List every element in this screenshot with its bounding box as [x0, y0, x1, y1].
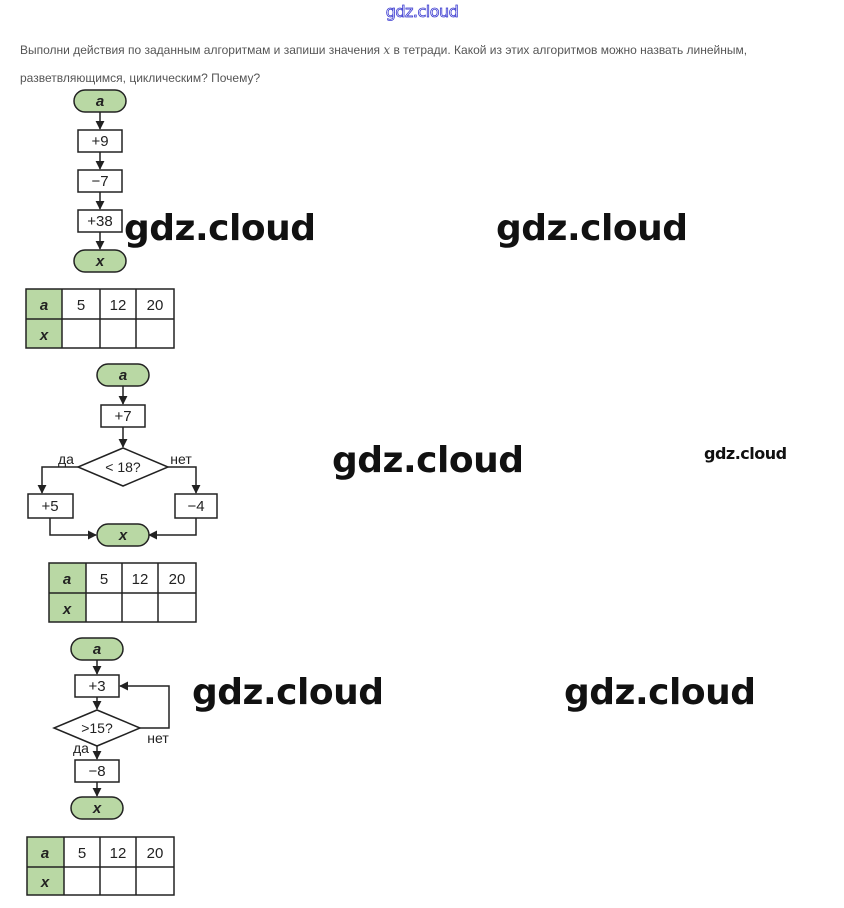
watermark: gdz.cloud [332, 440, 524, 481]
algo3-start-label: a [93, 641, 101, 658]
algo2-table-a-value: 12 [132, 571, 149, 588]
algo2-table-a-value: 20 [169, 571, 186, 588]
watermark: gdz.cloud [124, 208, 316, 249]
algo3-table-x-label: x [40, 874, 50, 891]
algo3-table: a x 5 12 20 [26, 836, 175, 896]
algo2-condition-diamond [76, 447, 170, 487]
algo3-table-a-value: 12 [110, 845, 127, 862]
algo2-table-x-label: x [62, 601, 72, 618]
algo1-step1-label: +9 [91, 133, 108, 150]
algo1-table-a-value: 20 [147, 297, 164, 314]
algo1-table: a x 5 12 20 [25, 288, 175, 349]
watermark: gdz.cloud [704, 444, 787, 463]
algo2-end-terminal [96, 523, 150, 547]
watermark: gdz.cloud [564, 672, 756, 713]
algo3-yes-label: да [73, 740, 89, 756]
algo2-no-step-label: −4 [187, 498, 204, 515]
algo3-step-label: +3 [88, 678, 105, 695]
algo3-end-terminal [70, 796, 124, 820]
algo2-yes-step-label: +5 [41, 498, 58, 515]
algo1-step2-label: −7 [91, 173, 108, 190]
watermark: gdz.cloud [496, 208, 688, 249]
algo2-condition-label: < 18? [105, 459, 141, 475]
algo2-start-label: a [119, 367, 127, 384]
algo1-table-a-label: a [40, 297, 48, 314]
watermark: gdz.cloud [192, 672, 384, 713]
site-logo[interactable]: gdz.cloud [385, 2, 459, 22]
algo2-table: a x 5 12 20 [48, 562, 197, 623]
algo1-end-terminal [73, 249, 127, 273]
algo2-end-label: x [118, 527, 128, 544]
task-text-part2: в тетради. Какой из этих алгоритмов можн… [20, 43, 748, 85]
algo2-table-a-value: 5 [100, 571, 108, 588]
algo1-table-a-value: 12 [110, 297, 127, 314]
algo1-step3-label: +38 [87, 213, 112, 230]
algo3-table-a-label: a [41, 845, 49, 862]
algo2-no-label: нет [170, 451, 192, 467]
algo3-condition-label: >15? [81, 720, 113, 736]
algo3-after-step-label: −8 [88, 763, 105, 780]
algo2-step-label: +7 [114, 408, 131, 425]
algo3-end-label: x [92, 800, 102, 817]
variable-x: x [383, 43, 391, 57]
task-text: Выполни действия по заданным алгоритмам … [20, 36, 835, 92]
algo1-table-x-label: x [39, 327, 49, 344]
algorithm-2 [27, 363, 218, 547]
algo2-yes-label: да [58, 451, 74, 467]
algo1-table-a-value: 5 [77, 297, 85, 314]
algo3-table-a-value: 5 [78, 845, 86, 862]
algorithm-3 [52, 637, 170, 820]
task-text-part1: Выполни действия по заданным алгоритмам … [20, 43, 384, 57]
algo3-table-a-value: 20 [147, 845, 164, 862]
algo3-no-label: нет [147, 730, 169, 746]
algo2-no-step-box [174, 493, 218, 519]
algo1-end-label: x [95, 253, 105, 270]
algo1-start-label: a [96, 93, 104, 110]
algorithm-1 [73, 89, 127, 273]
algo2-table-a-label: a [63, 571, 71, 588]
